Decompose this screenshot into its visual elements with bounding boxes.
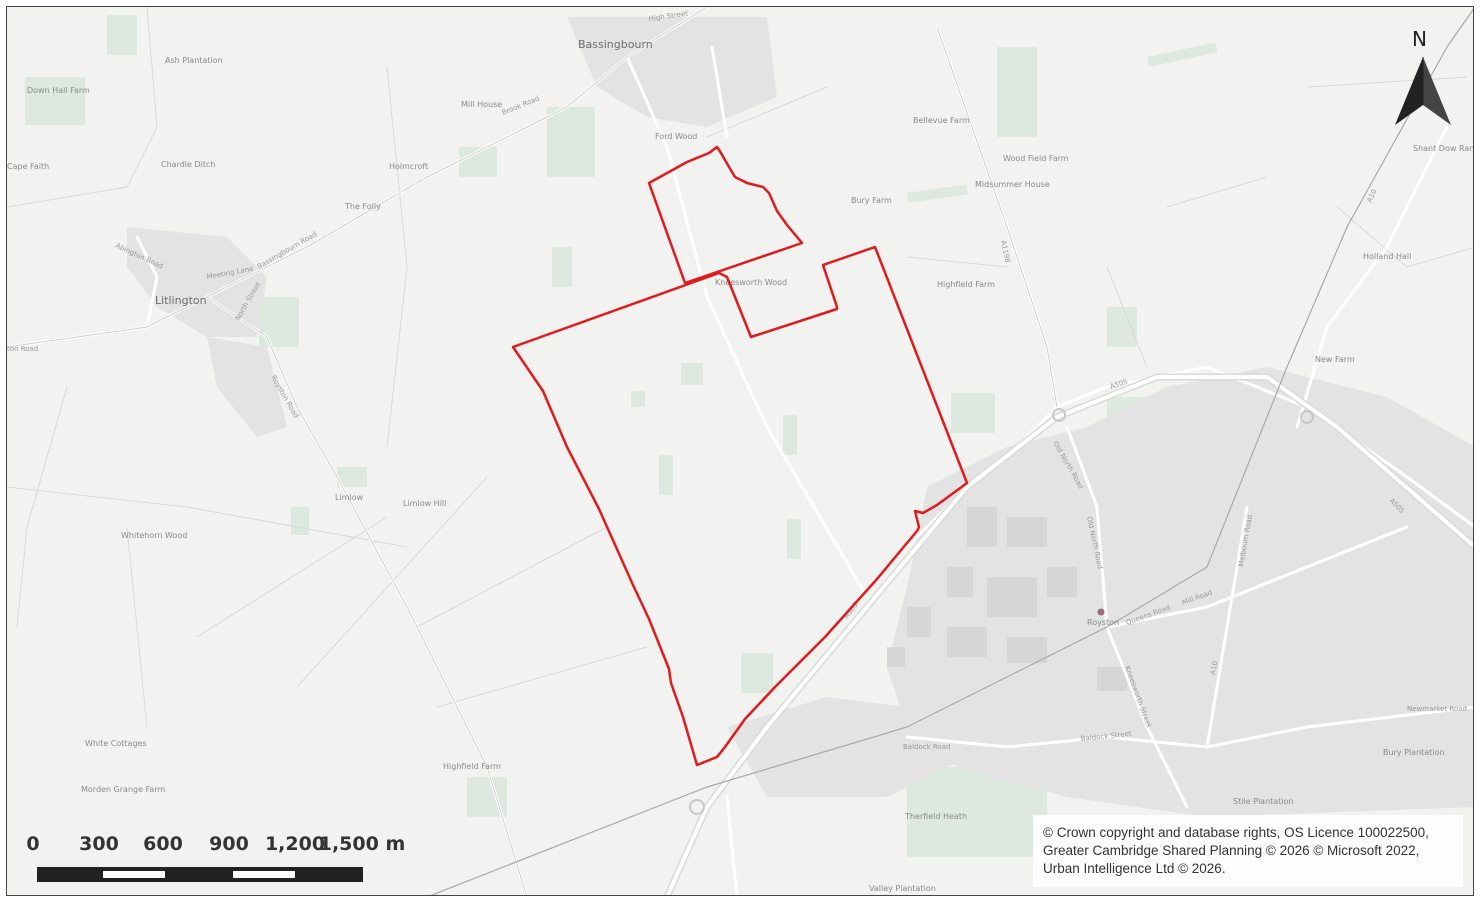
- railway-line: [430, 46, 1448, 895]
- label-shant-dow-ranch: Shant Dow Ranch: [1413, 144, 1474, 153]
- label-limlow-hill: Limlow Hill: [403, 499, 446, 508]
- scale-tick-0: 0: [26, 833, 40, 855]
- label-whitehorn-wood: Whitehorn Wood: [121, 531, 187, 540]
- roundabout-a505-north: [1052, 408, 1066, 422]
- scale-bar-track: [37, 867, 363, 882]
- built-up-areas: [127, 17, 1473, 817]
- scale-segment-white-2: [233, 871, 295, 878]
- label-highfield-farm-south: Highfield Farm: [443, 762, 501, 771]
- railway-line-2: [1446, 8, 1473, 48]
- label-valley-plantation: Valley Plantation: [869, 884, 936, 893]
- label-therfield-heath: Therfield Heath: [904, 812, 967, 821]
- label-royston: Royston: [1087, 618, 1119, 627]
- roundabout-a505-east: [1300, 410, 1314, 424]
- label-white-cottages: White Cottages: [85, 739, 147, 748]
- label-morden-grange-farm: Morden Grange Farm: [81, 785, 165, 794]
- label-mill-house: Mill House: [461, 100, 502, 109]
- label-litlington: Litlington: [155, 294, 207, 307]
- a505-main-road-inner: [665, 375, 1473, 895]
- label-chardle-ditch: Chardle Ditch: [161, 160, 215, 169]
- label-cape-faith: Cape Faith: [7, 162, 49, 171]
- road-label-newmarket-road: Newmarket Road: [1407, 705, 1467, 713]
- scale-tick-1500: 1,500 m: [318, 833, 406, 855]
- site-boundary[interactable]: [511, 145, 969, 767]
- scale-bar: 0 300 600 900 1,200 1,500 m: [25, 833, 445, 893]
- label-ash-plantation: Ash Plantation: [165, 56, 223, 65]
- industrial-blocks: [887, 507, 1127, 691]
- north-arrow-letter: N: [1412, 27, 1427, 51]
- road-casings: [7, 7, 1058, 895]
- royston-station-marker: [1097, 608, 1105, 616]
- scale-tick-1200: 1,200: [264, 833, 326, 855]
- label-bury-farm: Bury Farm: [851, 196, 892, 205]
- scale-tick-600: 600: [143, 833, 183, 855]
- road-label-a10: A10: [1209, 660, 1219, 675]
- label-bellevue-farm: Bellevue Farm: [913, 116, 970, 125]
- label-midsummer-house: Midsummer House: [975, 180, 1050, 189]
- road-label-litlington-road: ton Road: [7, 345, 38, 353]
- field-boundaries: [7, 7, 1473, 728]
- north-arrow-icon: [1395, 57, 1451, 125]
- site-boundary-north-parcel[interactable]: [647, 145, 804, 285]
- scale-tick-900: 900: [209, 833, 249, 855]
- label-ford-wood: Ford Wood: [655, 132, 697, 141]
- label-bury-plantation: Bury Plantation: [1383, 748, 1445, 757]
- label-holmcroft: Holmcroft: [389, 162, 428, 171]
- label-kneesworth-wood: Kneesworth Wood: [715, 278, 787, 287]
- basemap[interactable]: Bassingbourn Litlington Royston Ash Plan…: [7, 7, 1474, 896]
- label-bassingbourn: Bassingbourn: [578, 38, 653, 51]
- label-wood-field-farm: Wood Field Farm: [1003, 154, 1069, 163]
- scale-tick-300: 300: [79, 833, 119, 855]
- copyright-notice: © Crown copyright and database rights, O…: [1033, 815, 1463, 887]
- label-new-farm: New Farm: [1315, 355, 1355, 364]
- label-down-hall-farm: Down Hall Farm: [27, 86, 90, 95]
- map-frame[interactable]: Bassingbourn Litlington Royston Ash Plan…: [6, 6, 1474, 896]
- scale-segment-white-1: [103, 871, 165, 878]
- label-holland-hall: Holland Hall: [1363, 252, 1411, 261]
- road-label-baldock-road: Baldock Road: [903, 743, 950, 751]
- roundabout-a505-south: [689, 799, 705, 815]
- place-labels: Bassingbourn Litlington Royston Ash Plan…: [7, 38, 1474, 893]
- label-the-folly: The Folly: [344, 202, 381, 211]
- label-limlow: Limlow: [335, 493, 364, 502]
- site-boundary-south-parcel[interactable]: [511, 245, 969, 767]
- label-highfield-farm-east: Highfield Farm: [937, 280, 995, 289]
- label-stile-plantation: Stile Plantation: [1233, 797, 1294, 806]
